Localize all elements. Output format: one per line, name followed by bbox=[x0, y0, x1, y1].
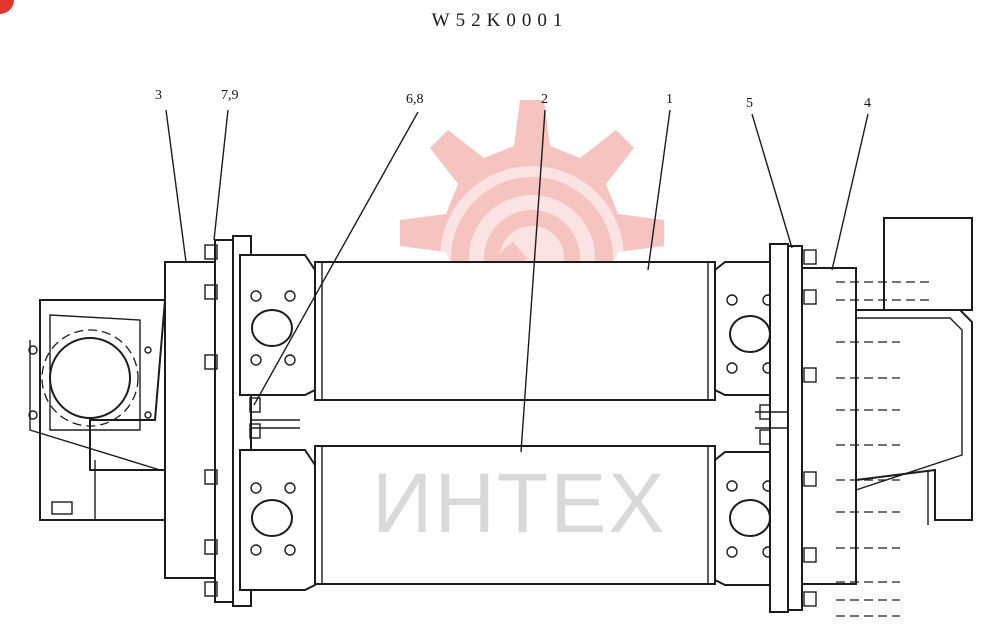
leader-6-8 bbox=[253, 111, 419, 406]
callout-6-8: 6,8 bbox=[406, 92, 424, 107]
right-housing bbox=[836, 217, 973, 617]
callout-1: 1 bbox=[666, 92, 673, 107]
leader-1 bbox=[647, 109, 671, 271]
left-bearing-block-lower bbox=[239, 449, 316, 591]
lower-roller bbox=[314, 445, 716, 585]
right-end-plate bbox=[755, 243, 857, 613]
callout-4: 4 bbox=[864, 96, 871, 111]
leader-7-9 bbox=[213, 109, 229, 241]
leader-3 bbox=[165, 109, 187, 263]
upper-roller bbox=[314, 261, 716, 401]
drawing-code: W52K0001 bbox=[431, 10, 569, 31]
left-bearing-block-upper bbox=[239, 254, 316, 396]
callout-7-9: 7,9 bbox=[221, 88, 239, 103]
leader-lines bbox=[165, 109, 869, 453]
leader-4 bbox=[831, 113, 869, 271]
leader-5 bbox=[751, 113, 793, 249]
callout-5: 5 bbox=[746, 96, 753, 111]
left-housing bbox=[28, 299, 167, 521]
callout-3: 3 bbox=[155, 88, 162, 103]
leader-2 bbox=[520, 109, 546, 453]
callout-2: 2 bbox=[541, 92, 548, 107]
watermark-text: ИНТЕХ bbox=[372, 456, 667, 550]
